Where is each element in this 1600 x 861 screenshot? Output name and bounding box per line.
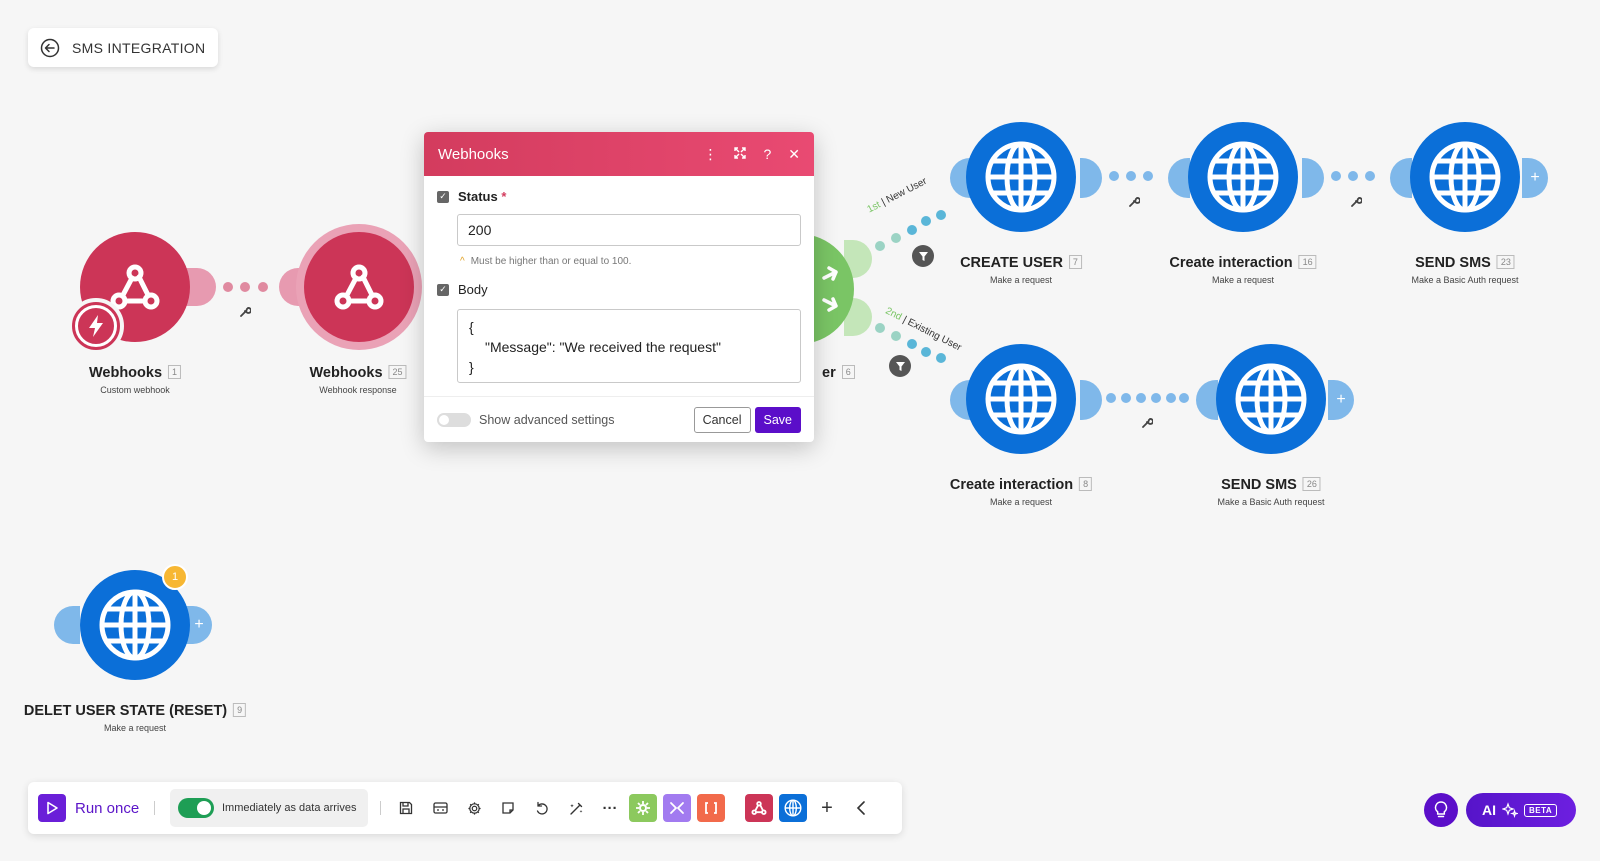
- undo-icon[interactable]: [528, 794, 556, 822]
- save-button[interactable]: Save: [754, 406, 801, 433]
- body-checkbox[interactable]: ✓: [437, 283, 449, 296]
- lightning-icon: [89, 315, 103, 337]
- advanced-settings-label: Show advanced settings: [479, 412, 615, 427]
- connector-half: [1080, 380, 1102, 420]
- body-textarea[interactable]: { "Message": "We received the request" }: [457, 309, 801, 383]
- tools-icon[interactable]: [629, 794, 657, 822]
- module-create-user[interactable]: [966, 122, 1076, 232]
- dialog-footer: Show advanced settings Cancel Save: [424, 396, 814, 442]
- schedule-setting[interactable]: Immediately as data arrives: [170, 789, 368, 827]
- module-label: DELET USER STATE (RESET)9 Make a request: [24, 703, 247, 733]
- globe-icon: [985, 141, 1057, 213]
- globe-icon: [1207, 141, 1279, 213]
- advanced-settings-toggle[interactable]: [437, 412, 471, 427]
- globe-icon: [985, 363, 1057, 435]
- webhook-icon: [110, 264, 160, 310]
- back-arrow-icon: [40, 38, 60, 57]
- auto-align-icon[interactable]: [562, 794, 590, 822]
- connector-half: [1080, 158, 1102, 198]
- help-icon[interactable]: ?: [763, 146, 772, 162]
- status-input[interactable]: 200: [457, 214, 801, 246]
- scenario-title: SMS INTEGRATION: [72, 39, 206, 56]
- status-hint: ^Must be higher than or equal to 100.: [460, 256, 632, 267]
- wrench-icon[interactable]: [1350, 195, 1363, 213]
- webhook-app-icon[interactable]: [745, 794, 773, 822]
- chevron-left-icon[interactable]: [847, 794, 875, 822]
- connector-half: [1302, 158, 1324, 198]
- filter-icon[interactable]: [912, 245, 934, 267]
- cancel-button[interactable]: Cancel: [693, 406, 751, 433]
- ai-assistant-button[interactable]: AI BETA: [1466, 793, 1576, 827]
- module-webhooks-response[interactable]: [304, 232, 414, 342]
- router-arrows-icon: [822, 266, 838, 312]
- gear-icon[interactable]: [460, 794, 488, 822]
- notes-icon[interactable]: [494, 794, 522, 822]
- module-delete-user-state[interactable]: [80, 570, 190, 680]
- lightbulb-icon: [1434, 801, 1448, 818]
- connector-half: [186, 268, 216, 306]
- expand-icon[interactable]: [734, 146, 747, 162]
- dialog-title: Webhooks: [438, 145, 509, 163]
- add-icon[interactable]: +: [821, 796, 833, 819]
- wrench-icon[interactable]: [1128, 195, 1141, 213]
- warning-caret-icon: ^: [460, 256, 465, 267]
- module-create-interaction-top[interactable]: [1188, 122, 1298, 232]
- scheduling-toggle[interactable]: [178, 798, 214, 818]
- play-icon: [38, 794, 66, 822]
- connector-half: [1390, 158, 1412, 198]
- status-checkbox[interactable]: ✓: [437, 190, 449, 203]
- wrench-icon[interactable]: [239, 305, 252, 323]
- connector-half: [1196, 380, 1218, 420]
- more-options-icon[interactable]: ⋮: [703, 145, 718, 162]
- globe-icon: [1235, 363, 1307, 435]
- webhook-icon: [334, 264, 384, 310]
- operations-badge[interactable]: 1: [162, 564, 188, 590]
- globe-icon: [1429, 141, 1501, 213]
- bottom-toolbar: Run once Immediately as data arrives ···…: [28, 782, 902, 834]
- module-send-sms-top[interactable]: [1410, 122, 1520, 232]
- save-icon[interactable]: [392, 794, 420, 822]
- run-once-button[interactable]: Run once: [38, 794, 139, 822]
- back-button[interactable]: SMS INTEGRATION: [28, 28, 218, 67]
- status-field-label: ✓ Status *: [437, 189, 506, 204]
- tips-button[interactable]: [1424, 793, 1458, 827]
- flow-control-icon[interactable]: [663, 794, 691, 822]
- instant-trigger-badge[interactable]: [68, 298, 124, 354]
- text-parser-icon[interactable]: [697, 794, 725, 822]
- close-icon[interactable]: ✕: [788, 145, 800, 162]
- toolbar-separator: [380, 801, 381, 815]
- module-send-sms-bottom[interactable]: [1216, 344, 1326, 454]
- sparkle-icon: [1502, 802, 1518, 818]
- wrench-icon[interactable]: [1141, 416, 1154, 434]
- connector-half: [54, 606, 80, 644]
- connector-half: [1168, 158, 1190, 198]
- http-app-icon[interactable]: [779, 794, 807, 822]
- module-create-interaction-bottom[interactable]: [966, 344, 1076, 454]
- dialog-header: Webhooks ⋮ ? ✕: [424, 132, 814, 176]
- globe-icon: [99, 589, 171, 661]
- filter-icon[interactable]: [889, 355, 911, 377]
- module-settings-dialog: Webhooks ⋮ ? ✕ ✓ Status * 200 ^Must be h…: [424, 132, 814, 442]
- toolbar-separator: [154, 801, 155, 815]
- body-field-label: ✓ Body: [437, 282, 488, 297]
- scenario-settings-icon[interactable]: [426, 794, 454, 822]
- more-icon[interactable]: ···: [602, 799, 618, 817]
